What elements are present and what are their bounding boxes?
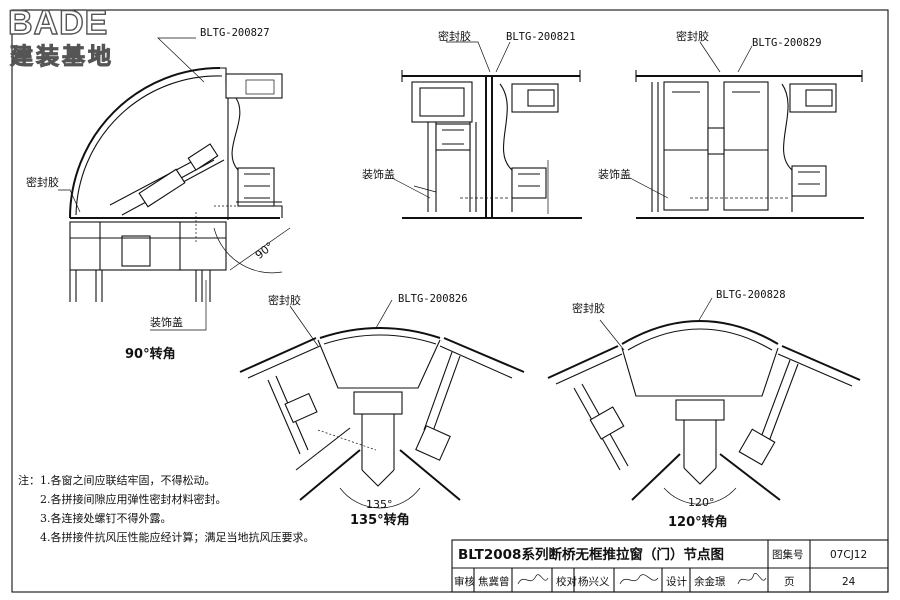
detail-120-angle: 120°	[688, 496, 715, 509]
detail-a-profile-code: BLTG-200821	[506, 31, 576, 43]
detail-120-profile-code: BLTG-200828	[716, 289, 786, 301]
detail-90-angle: 90°	[253, 240, 276, 262]
detail-135-angle: 135°	[366, 498, 393, 511]
reviewer-name: 焦冀曾	[478, 575, 510, 588]
detail-a-cover-label: 装饰盖	[362, 167, 395, 181]
detail-90-caption: 90°转角	[125, 346, 176, 362]
checker-name: 杨兴义	[578, 575, 610, 588]
detail-b-cover-label: 装饰盖	[598, 167, 631, 181]
detail-a-sealant-label: 密封胶	[438, 29, 471, 43]
brand-logo: BADE 建装基地	[7, 3, 114, 70]
detail-135-sealant-label: 密封胶	[268, 293, 301, 307]
designer-name: 余金璟	[694, 575, 726, 588]
logo-brand: BADE	[8, 4, 108, 42]
detail-135-profile-code: BLTG-200826	[398, 293, 468, 305]
logo-tagline: 建装基地	[10, 44, 114, 70]
reviewer-signature	[517, 574, 549, 585]
note-2: 2.各拼接间隙应用弹性密封材料密封。	[40, 492, 227, 506]
detail-90-corner: 90° BLTG-200827 密封胶 装饰盖 90°转角	[26, 27, 291, 362]
detail-135-caption: 135°转角	[350, 512, 410, 528]
detail-b-sealant-label: 密封胶	[676, 29, 709, 43]
title-block: BLT2008系列断桥无框推拉窗（门）节点图 图集号 07CJ12 审核 焦冀曾…	[451, 539, 889, 593]
note-3: 3.各连接处螺钉不得外露。	[40, 511, 172, 525]
detail-90-profile-code: BLTG-200827	[200, 27, 270, 39]
designer-signature	[737, 573, 767, 585]
design-label: 设计	[666, 575, 687, 588]
sheet-border	[11, 9, 889, 593]
general-notes: 注：1.各窗之间应联结牢固，不得松动。 2.各拼接间隙应用弹性密封材料密封。 3…	[18, 473, 315, 544]
note-1: 注：1.各窗之间应联结牢固，不得松动。	[18, 473, 216, 487]
detail-90-cover-label: 装饰盖	[150, 315, 183, 329]
detail-b-profile-code: BLTG-200829	[752, 37, 822, 49]
detail-straight-a: 密封胶 BLTG-200821 装饰盖	[362, 29, 582, 219]
check-label: 校对	[556, 575, 577, 588]
title-block-title: BLT2008系列断桥无框推拉窗（门）节点图	[458, 546, 724, 563]
detail-120-caption: 120°转角	[668, 514, 728, 530]
note-4: 4.各拼接件抗风压性能应经计算；满足当地抗风压要求。	[40, 530, 315, 544]
detail-120-corner: 120° 密封胶 BLTG-200828 120°转角	[547, 289, 861, 530]
detail-135-corner: 135° 密封胶 BLTG-200826 135°转角	[239, 293, 525, 528]
page-label: 页	[784, 576, 795, 588]
page-number: 24	[842, 576, 856, 588]
detail-90-sealant-label: 密封胶	[26, 175, 59, 189]
atlas-number: 07CJ12	[830, 549, 867, 561]
review-label: 审核	[454, 575, 475, 588]
detail-straight-b: 密封胶 BLTG-200829 装饰盖	[598, 29, 864, 219]
atlas-number-label: 图集号	[772, 548, 804, 561]
checker-signature	[619, 574, 659, 585]
detail-120-sealant-label: 密封胶	[572, 301, 605, 315]
